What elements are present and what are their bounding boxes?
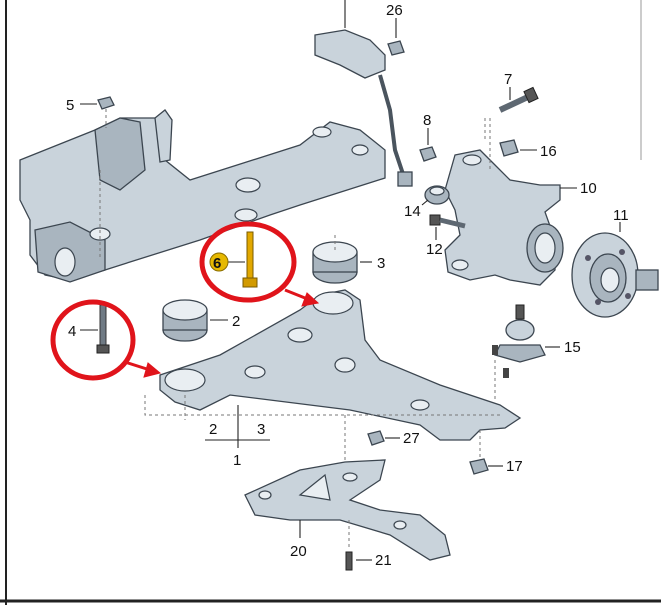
wheel-hub xyxy=(571,222,659,318)
bushing-3 xyxy=(312,241,372,284)
highlight-bolt-6 xyxy=(199,221,297,303)
subframe xyxy=(19,109,386,283)
callout-16: 16 xyxy=(540,143,557,160)
bolt-6 xyxy=(228,231,258,288)
callout-12: 12 xyxy=(426,241,443,258)
group-bracket xyxy=(205,405,270,448)
assembly-guides xyxy=(144,118,500,462)
level-sensor-link xyxy=(314,0,413,187)
callout-2: 2 xyxy=(232,313,240,330)
callout-7: 7 xyxy=(504,71,512,88)
dust-cap-14 xyxy=(421,185,450,206)
bolt-7 xyxy=(489,86,539,170)
callout-5: 5 xyxy=(66,97,74,114)
callout-14: 14 xyxy=(404,203,421,220)
callout-6: 6 xyxy=(213,255,221,272)
nut-17 xyxy=(469,430,503,475)
callout-21: 21 xyxy=(375,552,392,569)
callout-27: 27 xyxy=(403,430,420,447)
bolt-12 xyxy=(429,214,466,240)
callout-1: 1 xyxy=(233,452,241,469)
red-arrow-to-rear-mount xyxy=(284,288,320,307)
nut-16 xyxy=(499,139,537,157)
callout-10: 10 xyxy=(580,180,597,197)
control-arm xyxy=(159,289,522,441)
callout-11: 11 xyxy=(613,207,629,224)
group-label-3: 3 xyxy=(257,421,265,438)
group-label-2: 2 xyxy=(209,421,217,438)
nut-8 xyxy=(419,128,437,162)
ball-joint xyxy=(492,304,560,400)
highlight-bolt-4 xyxy=(50,299,136,381)
callout-4: 4 xyxy=(68,323,76,340)
callout-17: 17 xyxy=(506,458,523,475)
callout-6-badge xyxy=(209,252,229,272)
nut-27 xyxy=(367,430,400,446)
callout-26: 26 xyxy=(386,2,403,19)
splash-shield xyxy=(244,459,451,561)
clip-21 xyxy=(345,520,372,571)
callout-8: 8 xyxy=(423,112,431,129)
nut-5 xyxy=(80,96,115,128)
red-arrow-to-front-mount xyxy=(124,360,162,378)
callout-15: 15 xyxy=(564,339,581,356)
callout-labels: 5 4 6 2 3 2 3 1 26 7 8 16 10 14 11 12 15… xyxy=(66,2,629,569)
bolt-4 xyxy=(80,304,110,354)
bushing-2 xyxy=(162,299,228,342)
callout-20: 20 xyxy=(290,543,307,560)
steering-knuckle xyxy=(444,149,577,286)
callout-3: 3 xyxy=(377,255,385,272)
